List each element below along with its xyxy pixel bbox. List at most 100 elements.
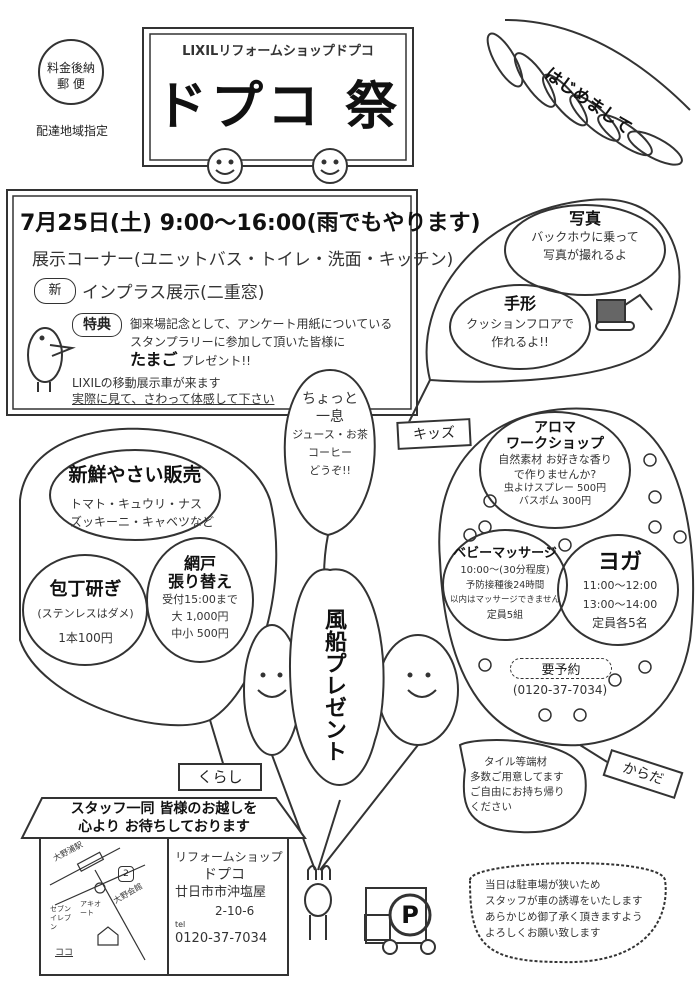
new-badge: 新 [34,278,76,304]
kids-label: キッズ [396,418,472,450]
parking-cloud [468,862,667,964]
smiley-face-icon [207,148,243,184]
smiley-face-icon [312,148,348,184]
balloon-present-text: 風船プレゼント [321,608,346,762]
parking-line: よろしくお願い致します [485,927,601,939]
postal-mark-circle [38,39,104,105]
parking-truck-icon [364,887,436,955]
house-roof [20,797,307,839]
chick-icon [27,327,76,392]
welcome-message: スタッフ一同 皆様のお越しを 心より お待ちしております [30,800,298,836]
shop-address: 2-10-6 [215,904,255,918]
shop-info: リフォームショップ ドプコ 廿日市市沖塩屋 2-10-6 tel 0120-37… [175,848,285,948]
break-text: ちょっと 一息 ジュース・お茶 コーヒー どうぞ!! [290,390,370,480]
map-seven-label: セブンイレブン [50,905,71,931]
bonus-line: スタンプラリーに参加して頂いた皆様に [130,335,346,349]
break-line: ジュース・お茶 [292,428,368,441]
baby-massage-title: ベビーマッサージ [453,546,557,561]
backhoe-icon [595,293,653,331]
parking-line: 当日は駐車場が狭いため [485,879,601,891]
photo-title: 写真 [568,209,601,228]
aroma-item: 虫よけスプレー 500円 [503,483,607,494]
knife-title: 包丁研ぎ [49,579,122,600]
map-drawing [49,847,146,961]
route-2-icon: 2 [118,866,134,882]
parking-line: あらかじめ御了承く頂きますよう [485,911,643,923]
reservation-required: 要予約 [510,658,612,679]
handprint-text: クッションフロアで 作れるよ!! [460,315,580,351]
title-frame [142,27,414,167]
baby-massage-line: 予防接種後24時間 [465,580,545,591]
kurashi-label: くらし [178,763,262,791]
vegetable-line: ズッキーニ・キャベツなど [70,515,215,529]
aroma-line: 自然素材 お好きな香り [498,453,612,466]
map-auto-label: アキオート [80,900,101,917]
yoga-title: ヨガ [597,550,642,575]
screen-title: 網戸 [183,554,216,573]
knife-sharpening: 包丁研ぎ (ステンレスはダメ) 1本100円 [28,575,143,646]
sun-icon [486,19,691,166]
event-frame [6,189,418,416]
map-here-label: ココ [55,948,74,958]
break-title: 一息 [316,409,344,425]
handprint-line: 作れるよ!! [491,335,549,349]
parking-line: スタッフが車の誘導をいたします [485,895,643,907]
handprint-title: 手形 [503,294,536,313]
bonus-text: 御来場記念として、アンケート用紙についている スタンプラリーに参加して頂いた皆様… [130,315,392,370]
break-line: コーヒー [308,446,352,459]
aroma-item: バスボム 300円 [518,496,592,507]
shop-address: 廿日市市沖塩屋 [175,885,267,900]
photo-line: 写真が撮れるよ [542,248,627,262]
dot-decoration [463,453,687,722]
aroma-title: アロマ [534,420,576,436]
break-title: ちょっと [302,391,358,407]
reservation-phone: (0120-37-7034) [512,683,608,697]
knife-price: 1本100円 [58,631,113,645]
shop-phone: 0120-37-7034 [175,931,268,946]
tel-label: tel [175,920,186,929]
aroma-line: で作りませんか? [513,468,597,481]
yoga-line: 11:00〜12:00 [582,579,658,592]
brand-name: LIXILリフォームショップドプコ [182,44,374,59]
inplus-exhibit: インプラス展示(二重窓) [82,283,265,303]
handprint-line: クッションフロアで [466,317,574,331]
baby-massage: ベビーマッサージ 10:00〜(30分程度) 予防接種後24時間 以内はマッサー… [446,545,564,623]
tile-note-line: タイル等端材 [484,756,547,768]
tile-note-line: 多数ご用意してます [470,771,564,783]
lixil-note: LIXILの移動展示車が来ます 実際に見て、さわって体感して下さい [72,375,274,407]
vegetable-list: トマト・キュウリ・ナス ズッキーニ・キャベツなど [70,495,214,531]
lixil-line: 実際に見て、さわって体感して下さい [72,392,275,406]
rabbit-icon [304,865,332,940]
parking-sign-icon: P [401,901,419,929]
welcome-line: スタッフ一同 皆様のお越しを [70,801,258,817]
screen-title: 張り替え [167,572,232,591]
exhibit-corner: 展示コーナー(ユニットバス・トイレ・洗面・キッチン) [32,250,454,270]
event-title: ドプコ 祭 [154,77,402,137]
tile-note-line: ください [470,801,512,813]
shop-name: ドプコ [203,867,245,883]
vegetable-sale-title: 新鮮やさい販売 [68,464,202,486]
yoga-line: 13:00〜14:00 [582,598,658,611]
tile-offcut-note: タイル等端材 多数ご用意してます ご自由にお持ち帰り ください [470,755,565,815]
aroma-title: ワークショップ [506,436,604,452]
welcome-line: 心より お待ちしております [78,819,250,835]
bonus-badge: 特典 [72,313,122,337]
bonus-line: 御来場記念として、アンケート用紙についている [130,317,393,331]
postal-text: 料金後納 [46,61,95,75]
smiley-balloon-icon [377,634,459,746]
postal-area-text: 配達地域指定 [35,124,108,138]
vegetable-line: トマト・キュウリ・ナス [70,497,203,511]
yoga: ヨガ 11:00〜12:00 13:00〜14:00 定員各5名 [565,550,675,633]
photo-text: バックホウに乗って 写真が撮れるよ [520,228,650,264]
present-balloon-shape [289,568,385,786]
egg-text: たまご [130,350,178,369]
screen-line: 中小 500円 [171,627,229,640]
house-body [39,837,289,976]
yoga-line: 定員各5名 [592,616,648,630]
screen-replacement: 網戸 張り替え 受付15:00まで 大 1,000円 中小 500円 [150,555,250,642]
knife-note: (ステンレスはダメ) [37,607,134,620]
tile-note-line: ご自由にお持ち帰り [470,786,565,798]
break-line: どうぞ!! [309,464,351,477]
baby-massage-line: 定員5組 [486,610,524,621]
